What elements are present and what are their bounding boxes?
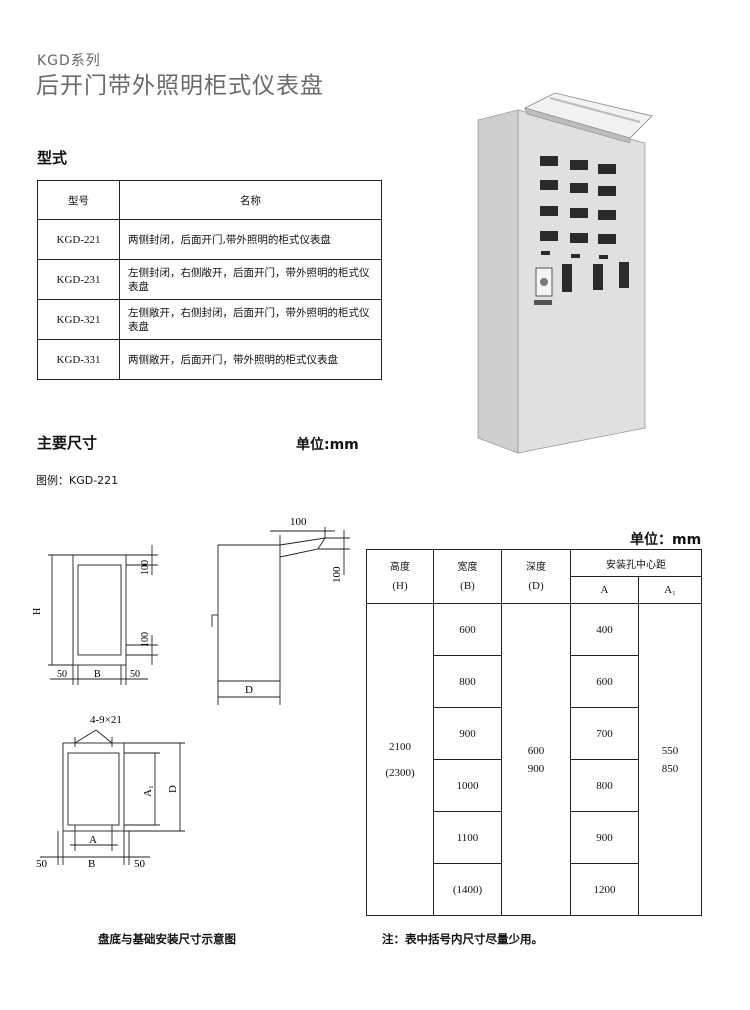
a-value: 600: [570, 655, 639, 708]
a-value: 400: [570, 603, 639, 656]
model-table: 型号 名称 KGD-221 两侧封闭，后面开门,带外照明的柜式仪表盘 KGD-2…: [37, 180, 382, 380]
name-cell: 两侧封闭，后面开门,带外照明的柜式仪表盘: [119, 219, 382, 260]
name-cell: 左侧敞开，右侧封闭，后面开门，带外照明的柜式仪表盘: [119, 299, 382, 340]
model-table-header: 型号 名称: [37, 180, 382, 220]
unit-label-table: 单位：mm: [630, 532, 702, 548]
width-header: 宽度: [457, 561, 478, 573]
front-view-drawing: H 100 100 50 B 50: [32, 545, 158, 685]
dimension-table: 高度 (H) 宽度 (B) 深度 (D) 安装孔中心距 A A₁ 2100 (2…: [366, 549, 702, 916]
hole-distance-header: 安装孔中心距: [570, 549, 702, 577]
width-value: 800: [433, 655, 502, 708]
height-value: (2300): [385, 766, 415, 779]
width-value: (1400): [433, 863, 502, 916]
model-cell: KGD-221: [37, 219, 120, 260]
height-value: 2100: [389, 740, 411, 753]
model-cell: KGD-231: [37, 259, 120, 300]
table-row: KGD-321 左侧敞开，右侧封闭，后面开门，带外照明的柜式仪表盘: [37, 299, 382, 340]
series-label: KGD系列: [37, 53, 101, 69]
table-row: KGD-221 两侧封闭，后面开门,带外照明的柜式仪表盘: [37, 219, 382, 260]
width-value: 600: [433, 603, 502, 656]
name-header-cell: 名称: [119, 180, 382, 220]
a1-value: 850: [661, 762, 679, 775]
a1-values-cell: 550 850: [638, 603, 702, 916]
front-h-label: H: [32, 608, 43, 615]
a-header: A: [570, 576, 639, 604]
caption-table-note: 注：表中括号内尺寸尽量少用。: [382, 932, 543, 946]
page-title: 后开门带外照明柜式仪表盘: [36, 73, 324, 99]
height-symbol: (H): [392, 579, 408, 592]
height-header: 高度: [390, 561, 410, 573]
depth-header: 深度: [526, 561, 546, 573]
unit-label: 单位:mm: [296, 437, 359, 453]
depth-value: 600: [527, 744, 545, 757]
front-top100-label: 100: [140, 560, 151, 575]
a1-value: 550: [661, 744, 679, 757]
front-right50-label: 50: [130, 669, 140, 680]
model-cell: KGD-331: [37, 339, 120, 380]
model-header-cell: 型号: [37, 180, 120, 220]
front-left50-label: 50: [57, 669, 67, 680]
example-label: 图例：KGD-221: [36, 474, 119, 487]
a1-header: A₁: [638, 576, 702, 604]
base-a-label: A: [89, 834, 97, 846]
base-d-label: D: [167, 785, 179, 793]
depth-values-cell: 600 900: [501, 603, 571, 916]
cabinet-illustration: [477, 92, 653, 454]
base-left50-label: 50: [36, 858, 48, 870]
caption-base-drawing: 盘底与基础安装尺寸示意图: [98, 932, 236, 946]
height-header-cell: 高度 (H): [366, 549, 434, 604]
table-row: KGD-331 两侧敞开，后面开门，带外照明的柜式仪表盘: [37, 339, 382, 380]
front-bot100-label: 100: [140, 632, 151, 647]
a-value: 900: [570, 811, 639, 864]
width-value: 1000: [433, 759, 502, 812]
base-right50-label: 50: [134, 858, 146, 870]
base-a1-label: A₁: [142, 785, 154, 797]
front-b-label: B: [94, 669, 101, 680]
table-row: KGD-231 左侧封闭，右侧敞开，后面开门，带外照明的柜式仪表盘: [37, 259, 382, 300]
depth-symbol: (D): [528, 579, 544, 592]
name-cell: 两侧敞开，后面开门，带外照明的柜式仪表盘: [119, 339, 382, 380]
width-symbol: (B): [460, 579, 475, 592]
width-header-cell: 宽度 (B): [433, 549, 502, 604]
side-right100-label: 100: [331, 566, 343, 583]
model-cell: KGD-321: [37, 299, 120, 340]
name-cell: 左侧封闭，右侧敞开，后面开门，带外照明的柜式仪表盘: [119, 259, 382, 300]
height-values-cell: 2100 (2300): [366, 603, 434, 916]
depth-value: 900: [527, 762, 545, 775]
a-value: 1200: [570, 863, 639, 916]
section-model-heading: 型式: [37, 149, 68, 167]
depth-header-cell: 深度 (D): [501, 549, 571, 604]
section-dims-heading: 主要尺寸: [37, 434, 98, 452]
width-value: 900: [433, 707, 502, 760]
side-d-label: D: [245, 684, 253, 696]
side-view-drawing: 100 100 D: [211, 516, 350, 705]
a-value: 800: [570, 759, 639, 812]
base-b-label: B: [88, 858, 95, 870]
side-top100-label: 100: [290, 516, 307, 528]
a-value: 700: [570, 707, 639, 760]
width-value: 1100: [433, 811, 502, 864]
base-view-drawing: 4-9×21 A₁ D A B 50 50: [36, 714, 185, 870]
base-holes-label: 4-9×21: [90, 714, 122, 726]
